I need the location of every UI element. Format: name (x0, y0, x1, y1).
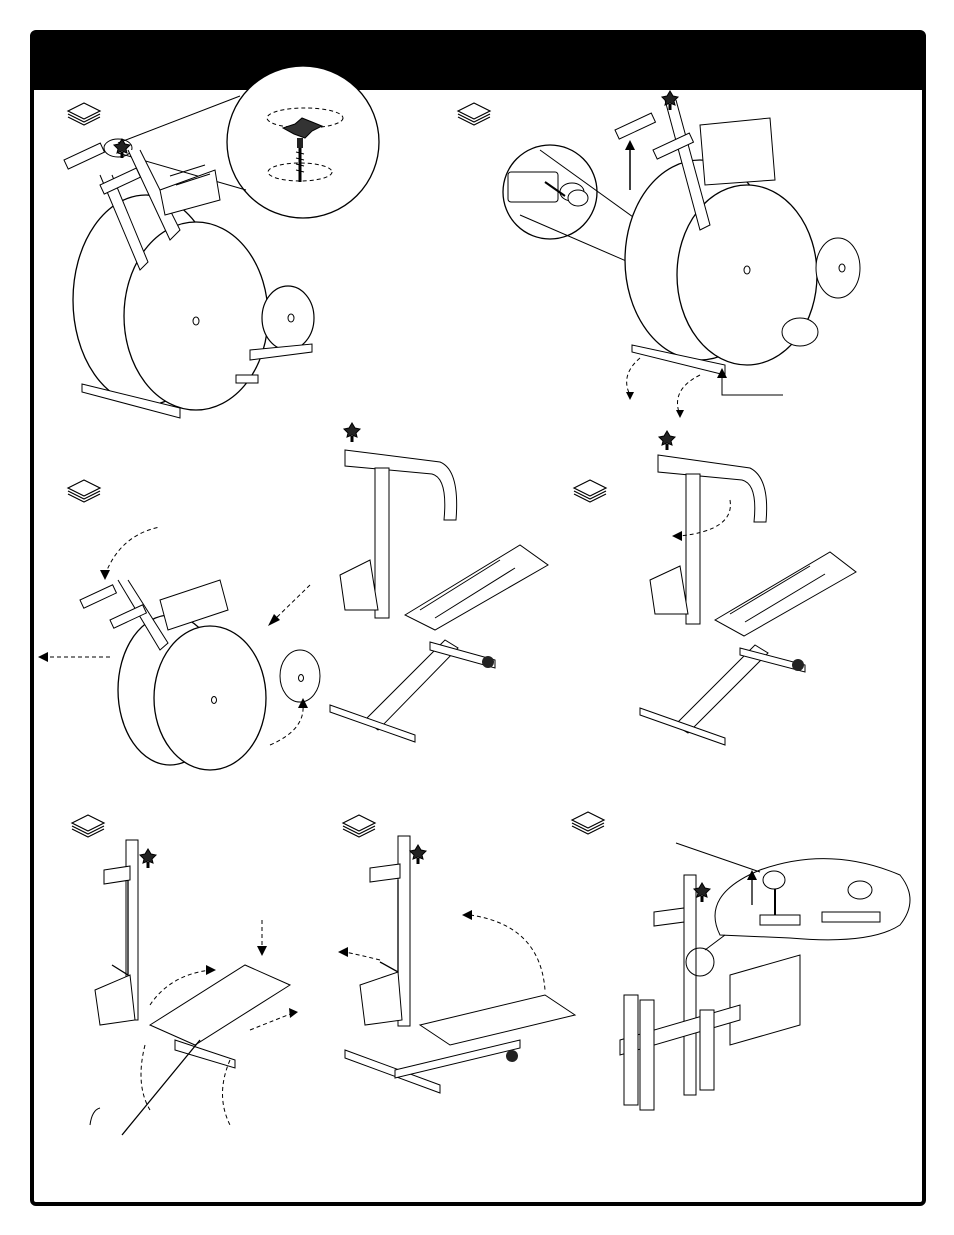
step-badge-icon (572, 812, 604, 834)
step-7-illustration (572, 812, 910, 1110)
step-badge-icon (68, 480, 100, 502)
step-badge-icon (574, 480, 606, 502)
step-2-illustration (458, 91, 860, 418)
step-badge-icon (458, 103, 490, 125)
step-badge-icon (343, 815, 375, 837)
step-badge-icon (72, 815, 104, 837)
step-6-illustration (338, 815, 575, 1093)
step-4-illustration (574, 431, 856, 745)
stand-frame-illustration (330, 423, 548, 742)
step-1-illustration (64, 66, 379, 418)
step-5-illustration (72, 815, 298, 1135)
step-badge-icon (68, 103, 100, 125)
step-3-illustration (38, 480, 320, 770)
